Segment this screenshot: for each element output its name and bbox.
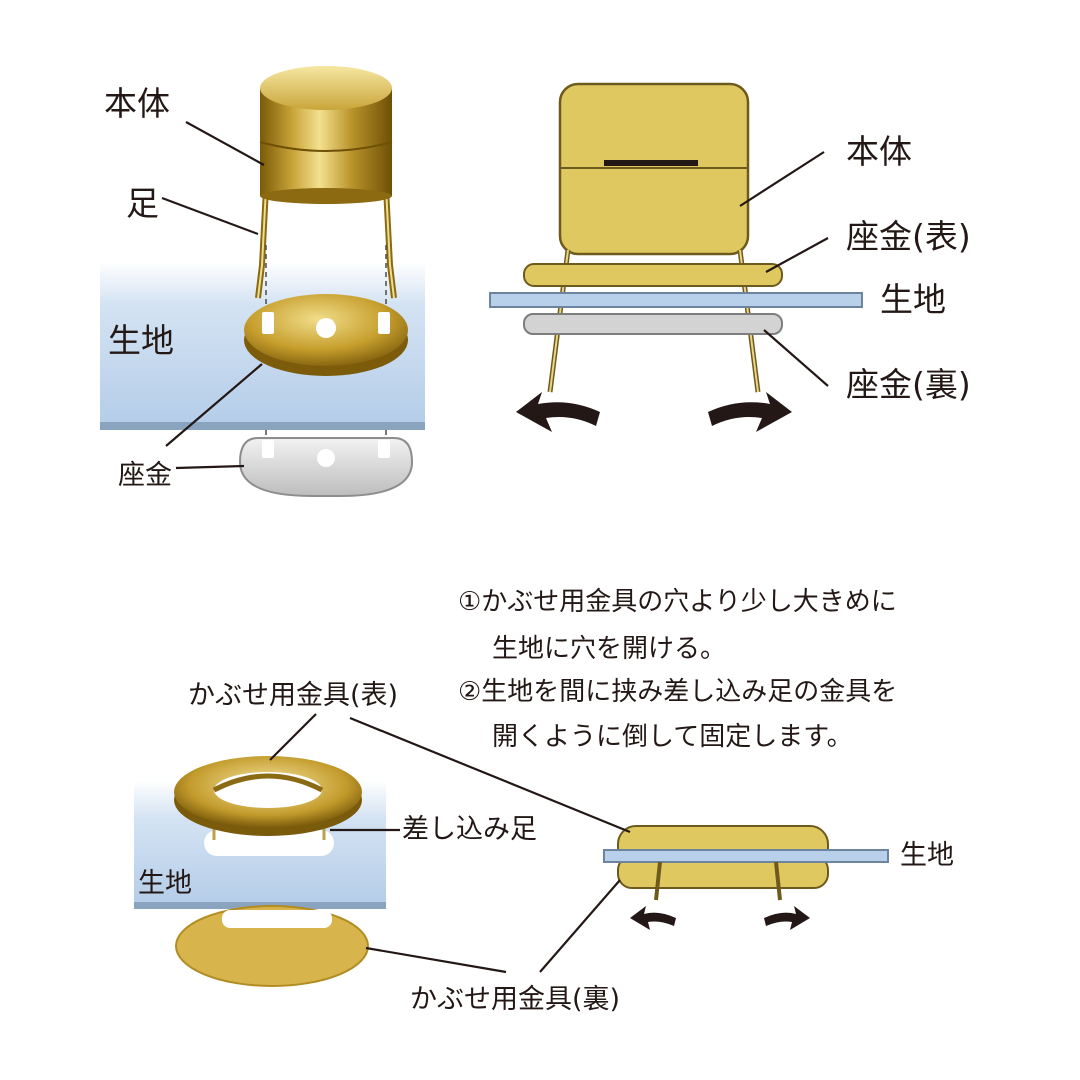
fig4-fabric-strip [603,849,889,863]
fig4-prong-left [654,861,662,901]
instruction-line-4: 開くように倒して固定します。 [492,722,853,752]
fig3-label-fabric: 生地 [138,868,192,899]
fig1-body-band [259,141,393,152]
fig4-arrow-right [764,906,810,930]
fig2-washer-back [523,313,783,335]
fig4-leader-cap-front [349,716,631,834]
fig3-cap-assembly [134,713,507,987]
fig2-label-body: 本体 [846,132,912,171]
fig2-label-washer-front: 座金(表) [846,217,971,256]
fig1-leader-washer [165,363,263,447]
fig3-label-prong: 差し込み足 [402,814,537,845]
fig4-arrow-left [630,906,676,930]
fig2-label-fabric: 生地 [880,280,946,319]
fig2-leader-body [739,151,825,207]
fig1-washer-slot-left [262,312,274,334]
fig1-snap-assembly [100,66,425,497]
fig4-cross-section [349,716,889,973]
fig1-body-bottom [260,188,392,204]
fig1-leader-washer2 [175,464,245,470]
fig1-fabric-edge [100,422,425,430]
fig1-washer-hole [316,318,336,338]
fig1-washer-slot-right [378,312,390,334]
fig2-washer-front [523,263,783,287]
fig2-arrow-right [708,392,792,432]
fig2-body-slot [604,160,698,166]
fig3-leader-cap-front [269,713,317,761]
instruction-line-2: 生地に穴を開ける。 [492,634,727,664]
fig1-label-washer: 座金 [118,460,172,491]
fig3-back-washer-rim [175,905,369,987]
fig1-leader-body [185,121,265,166]
fig1-body-top [260,66,392,110]
fig4-leader-cap-back [539,879,621,973]
fig2-leader-washer-front [765,237,829,273]
fig1-leg-left-hi [257,187,267,299]
fig3-label-cap-back: かぶせ用金具(裏) [410,984,621,1015]
fig3-label-cap-front: かぶせ用金具(表) [188,680,399,711]
fig1-silver-slot-left [262,440,274,458]
fig2-cross-section [489,82,863,432]
fig1-silver-slot-right [378,440,390,458]
fig2-leader-washer-back [763,329,829,387]
fig1-label-leg: 足 [126,184,159,223]
fig1-label-body: 本体 [104,84,170,123]
fig2-fabric-strip [489,292,863,308]
fig1-leg-right-hi [385,187,395,299]
fig3-ring-inner-shadow [212,773,324,793]
fig1-silver-hole [317,449,335,467]
instruction-line-3: ②生地を間に挟み差し込み足の金具を [458,677,898,707]
fig4-prong-right [774,861,782,901]
fig2-arrow-left [516,392,600,432]
fig4-label-fabric: 生地 [900,840,954,871]
fig2-label-washer-back: 座金(裏) [846,365,971,404]
fig1-label-fabric: 生地 [108,321,174,360]
fig3-back-slot [222,910,332,928]
fig3-prong-slot [204,830,334,856]
fig1-leader-leg [161,196,259,236]
instruction-line-1: ①かぶせ用金具の穴より少し大きめに [458,587,897,617]
fig3-leader-cap-back [365,946,507,974]
